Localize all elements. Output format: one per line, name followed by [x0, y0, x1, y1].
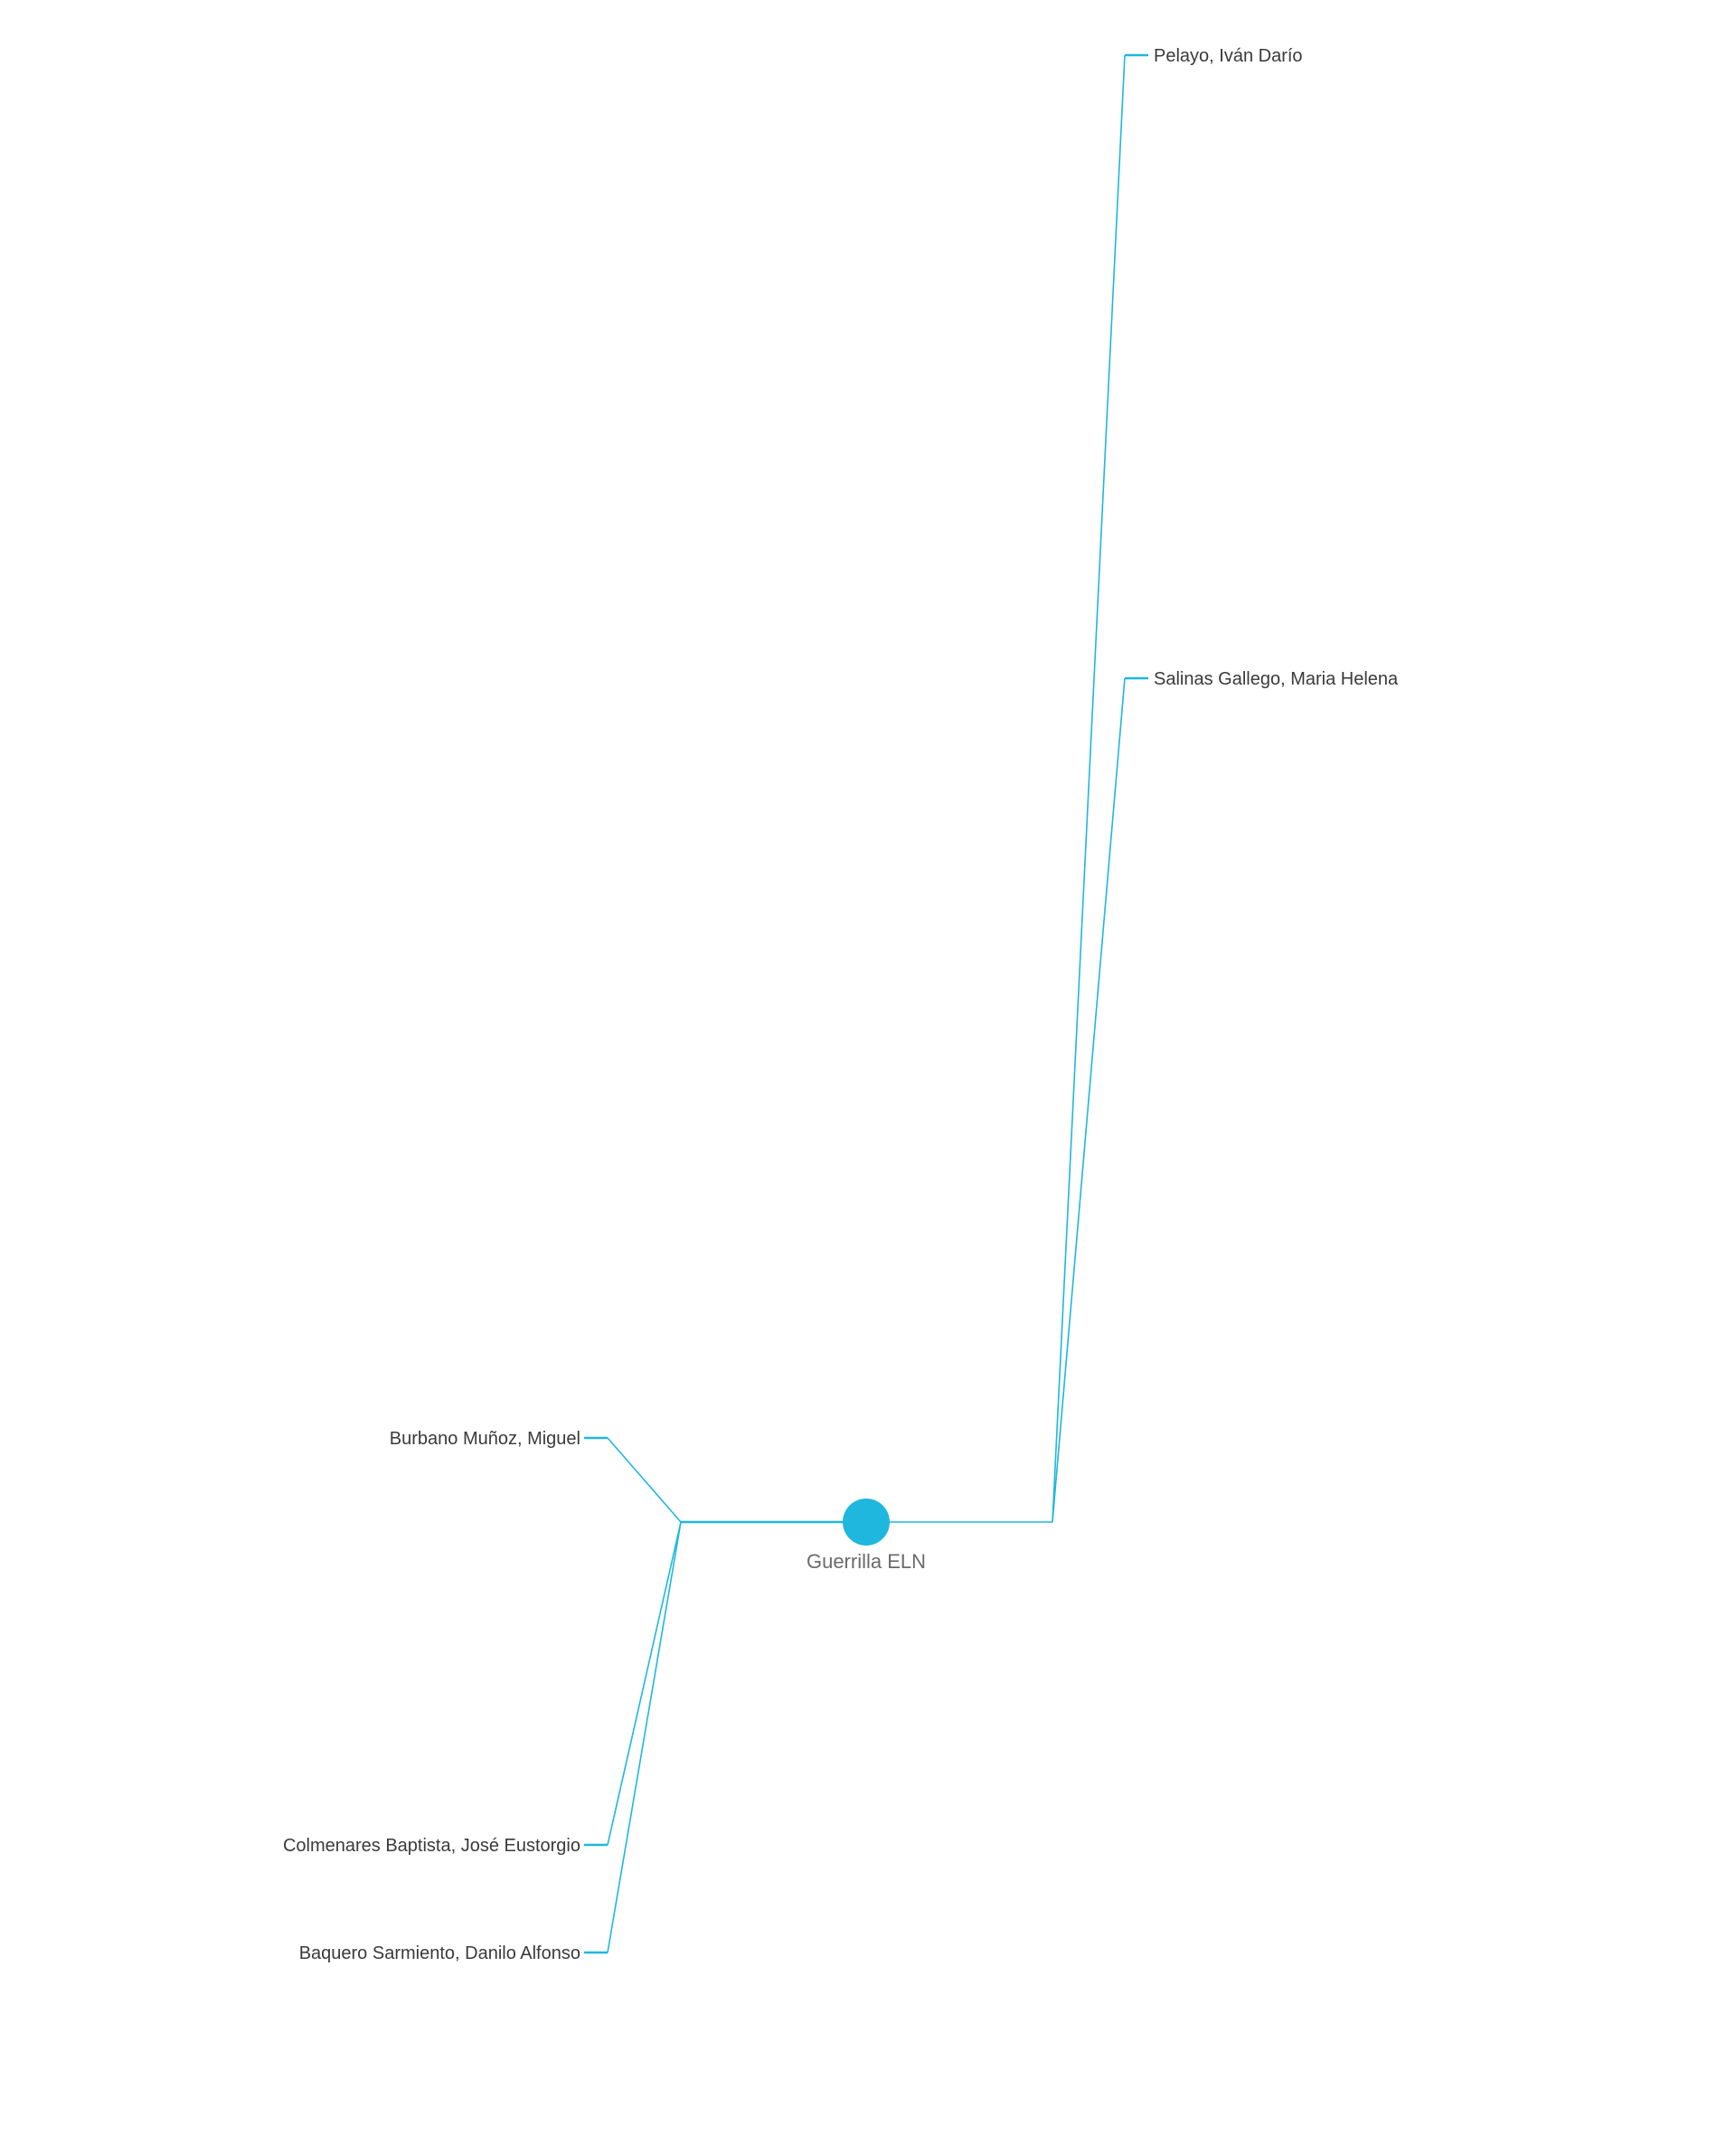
- center-node-label: Guerrilla ELN: [807, 1550, 926, 1573]
- left-link-colmenares: [607, 1521, 682, 1846]
- center-node[interactable]: Guerrilla ELN: [807, 1499, 926, 1573]
- leaf-label-pelayo: Pelayo, Iván Darío: [1154, 46, 1303, 66]
- leaf-label-burbano: Burbano Muñoz, Miguel: [390, 1429, 580, 1449]
- left-link-baquero: [607, 1521, 682, 1953]
- leaf-label-salinas: Salinas Gallego, Maria Helena: [1154, 669, 1399, 689]
- leaf-label-colmenares: Colmenares Baptista, José Eustorgio: [283, 1836, 580, 1856]
- right-link-pelayo: [1052, 54, 1126, 1523]
- center-node-circle[interactable]: [843, 1499, 890, 1546]
- right-link-salinas: [1052, 677, 1126, 1523]
- right-branch: Pelayo, Iván Darío Salinas Gallego, Mari…: [1052, 46, 1399, 1523]
- left-link-burbano: [607, 1437, 682, 1523]
- leaf-label-baquero: Baquero Sarmiento, Danilo Alfonso: [299, 1943, 580, 1963]
- left-branch: Burbano Muñoz, Miguel Colmenares Baptist…: [283, 1429, 682, 1963]
